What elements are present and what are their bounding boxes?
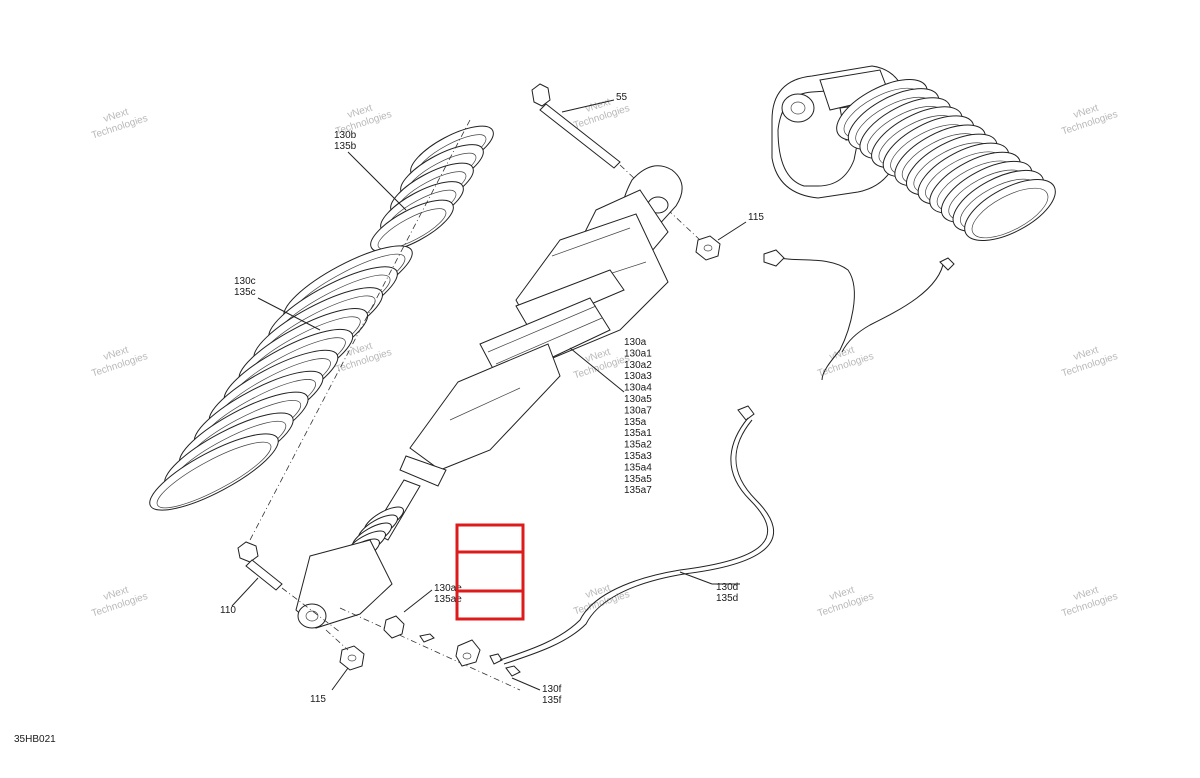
spring-coil-inner — [971, 187, 1049, 239]
nut-115-top — [695, 235, 721, 261]
callout-shock-item: 130a4 — [624, 383, 652, 394]
callout-130b: 130b — [334, 130, 357, 141]
large-spring — [149, 245, 413, 511]
callout-115-bottom: 115 — [310, 694, 326, 705]
callout-shock-item: 130a5 — [624, 394, 652, 405]
highlight-box-3[interactable] — [455, 589, 525, 621]
spring-axis-line — [249, 119, 471, 541]
callout-shock-item: 135a5 — [624, 474, 652, 485]
nut-115-bottom — [325, 629, 365, 671]
callout-135b: 135b — [334, 141, 357, 152]
callout-135d: 135d — [716, 593, 738, 604]
leader-lines — [231, 99, 747, 691]
assembled-shock-view — [763, 65, 1056, 381]
callout-shock-item: 135a2 — [624, 440, 652, 451]
callout-135ae: 135ae — [434, 594, 462, 605]
callout-shock-item: 130a3 — [624, 371, 652, 382]
callout-labels: 55 115 130b 135b 130c 135c 110 115 130d … — [14, 92, 764, 745]
bolt-110 — [237, 541, 341, 633]
shock-absorber — [295, 165, 683, 629]
callout-115-top: 115 — [748, 212, 764, 223]
sensor-hardware — [339, 607, 521, 691]
sensor-cable — [499, 405, 775, 665]
callout-shock-item: 135a — [624, 417, 647, 428]
spring-coil — [370, 199, 454, 253]
callout-shock-item: 135a4 — [624, 462, 652, 473]
spring-coil-inner — [156, 441, 272, 509]
callout-130c: 130c — [234, 276, 256, 287]
spring-coil-inner — [377, 208, 447, 250]
bolt-55 — [531, 83, 701, 241]
callout-130d: 130d — [716, 582, 738, 593]
callout-shock-item: 130a2 — [624, 360, 652, 371]
callout-135f: 135f — [542, 695, 562, 706]
callout-shock-list: 130a130a1130a2130a3130a4130a5130a7135a13… — [624, 337, 652, 496]
callout-135c: 135c — [234, 287, 256, 298]
callout-110: 110 — [220, 605, 236, 616]
callout-shock-item: 130a1 — [624, 348, 652, 359]
highlight-boxes[interactable] — [455, 523, 525, 621]
callout-shock-item: 135a3 — [624, 451, 652, 462]
callout-130f: 130f — [542, 684, 562, 695]
callout-shock-item: 135a1 — [624, 428, 652, 439]
small-spring — [370, 125, 494, 253]
spring-coil — [149, 433, 279, 511]
callout-shock-item: 130a7 — [624, 405, 652, 416]
callout-130ae: 130ae — [434, 583, 462, 594]
callout-shock-item: 135a7 — [624, 485, 652, 496]
spring-coil — [964, 179, 1056, 241]
callout-shock-item: 130a — [624, 337, 647, 348]
highlight-box-2[interactable] — [455, 550, 525, 593]
callout-55: 55 — [616, 92, 628, 103]
diagram-code: 35HB021 — [14, 734, 56, 745]
highlight-box-1[interactable] — [455, 523, 525, 554]
